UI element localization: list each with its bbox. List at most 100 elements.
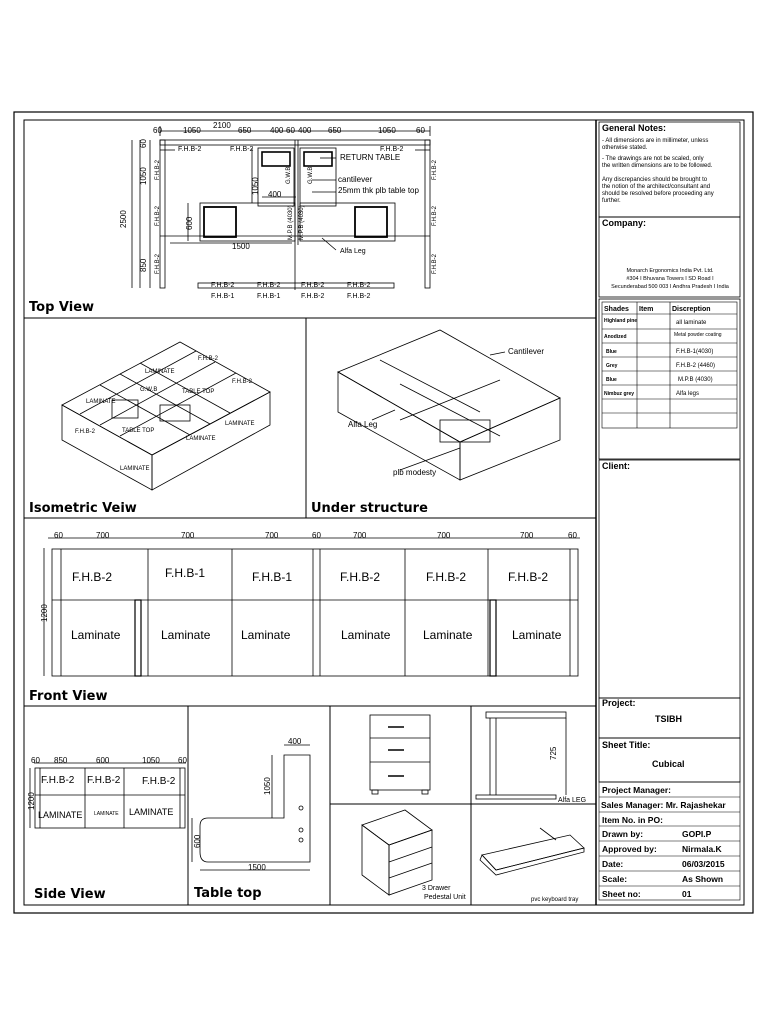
dim-60: 60 [286, 126, 295, 135]
dim-600: 600 [96, 756, 110, 765]
view-title-under: Under structure [311, 501, 428, 516]
label-fhb2: F.H.B-2 [432, 253, 438, 274]
dim-400: 400 [288, 737, 302, 746]
label-fhb2: F.H.B-2 [301, 282, 324, 289]
label-fhb2: F.H.B-2 [232, 379, 253, 385]
label-fhb2: F.H.B-2 [198, 356, 219, 362]
dim-1050: 1050 [378, 126, 396, 135]
dim-600: 600 [193, 834, 202, 848]
label-alfa-leg: Alfa Leg [348, 420, 377, 429]
col-header: Discreption [672, 306, 711, 313]
panel-fhb2: F.H.B-2 [340, 570, 380, 584]
project-label: Project: [602, 698, 636, 708]
dim-60: 60 [178, 756, 187, 765]
label-table-top: TABLE TOP [182, 389, 214, 395]
dim-1050: 1050 [139, 167, 148, 185]
dim-850: 850 [139, 258, 148, 272]
dim-700: 700 [181, 531, 195, 540]
sheet-title-label: Sheet Title: [602, 740, 650, 750]
info-value: 06/03/2015 [682, 859, 725, 869]
note-line: further. [602, 198, 621, 204]
info-label: Scale: [602, 874, 627, 884]
pedestal-front-detail [369, 714, 431, 795]
info-label: Drawn by: [602, 829, 643, 839]
info-table-text: Project Manager: Sales Manager: Mr. Raja… [601, 785, 726, 899]
dim-60: 60 [416, 126, 425, 135]
cell: M.P.B (4030) [678, 377, 713, 383]
view-title-iso: Isometric Veiw [29, 501, 137, 516]
info-value: 01 [682, 889, 692, 899]
panel-laminate: LAMINATE [38, 810, 82, 820]
dim-60: 60 [312, 531, 321, 540]
dim-650: 650 [328, 126, 342, 135]
dim-1050: 1050 [263, 777, 272, 795]
table-top-drawing [191, 744, 311, 871]
label-gwb: G.W.B [286, 167, 292, 184]
panel-fhb2: F.H.B-2 [72, 570, 112, 584]
dim-60: 60 [31, 756, 40, 765]
dim-1050: 1050 [251, 177, 260, 195]
label-fhb2: F.H.B-2 [380, 146, 403, 153]
cell: Metal powder coating [674, 332, 722, 338]
view-title-top: Top View [29, 300, 94, 315]
panel-fhb2: F.H.B-2 [41, 775, 75, 786]
label-fhb2: F.H.B-2 [347, 293, 370, 300]
pedestal-iso-detail [361, 809, 433, 896]
front-dims: 60 700 700 700 60 700 700 700 60 1200 [40, 531, 577, 622]
info-value: GOPI.P [682, 829, 712, 839]
dim-1050: 1050 [183, 126, 201, 135]
keyboard-tray-detail [479, 827, 585, 876]
label-alfa-leg: Alfa LEG [558, 797, 586, 804]
pedestal-label: Pedestal Unit [424, 894, 466, 901]
project-value: TSIBH [655, 714, 682, 724]
label-fhb2: F.H.B-2 [75, 429, 96, 435]
info-value: As Shown [682, 874, 723, 884]
panel-laminate: Laminate [423, 628, 473, 642]
dim-650: 650 [238, 126, 252, 135]
dim-700: 700 [437, 531, 451, 540]
top-view-annotations: 60 1050 650 400 60 400 650 1050 60 2100 … [119, 121, 438, 300]
side-view-drawing [29, 762, 186, 829]
keyboard-label: pvc keyboard tray [531, 897, 578, 903]
cell: Grey [606, 363, 618, 369]
label-table-top: TABLE TOP [122, 428, 154, 434]
general-notes: General Notes: - All dimensions are in m… [602, 123, 714, 204]
top-view-plan [131, 126, 431, 290]
shades-table-text: Shades Item Discreption Highland pine al… [604, 306, 722, 397]
panel-laminate: Laminate [512, 628, 562, 642]
dim-700: 700 [520, 531, 534, 540]
info-label: Sheet no: [602, 889, 641, 899]
dim-1050: 1050 [142, 756, 160, 765]
dim-1500: 1500 [232, 242, 250, 251]
shades-table [601, 301, 738, 429]
panel-fhb1: F.H.B-1 [252, 570, 292, 584]
side-panel-labels: F.H.B-2 F.H.B-2 F.H.B-2 LAMINATE LAMINAT… [38, 775, 176, 820]
label-fhb2: F.H.B-2 [211, 282, 234, 289]
detail-labels: 725 Alfa LEG 3 Drawer Pedestal Unit pvc … [422, 746, 586, 903]
company-address: #304 I Bhuvana Towers I SD Road I [626, 276, 714, 282]
front-panel-labels: F.H.B-2 F.H.B-1 F.H.B-1 F.H.B-2 F.H.B-2 … [71, 566, 562, 642]
isometric-view-drawing [61, 341, 271, 491]
note-line: - All dimensions are in millimeter, unle… [602, 138, 708, 144]
iso-labels: F.H.B-2 LAMINATE F.H.B-2 G.W.B TABLE TOP… [75, 356, 255, 472]
label-fhb2: F.H.B-2 [155, 159, 161, 180]
info-value: Nirmala.K [682, 844, 723, 854]
label-cantilever: Cantilever [508, 347, 544, 356]
dim-60: 60 [139, 139, 148, 148]
side-dims: 60 850 600 1050 60 1200 [27, 756, 187, 810]
label-laminate: LAMINATE [186, 436, 216, 442]
label-fhb1: F.H.B-1 [211, 293, 234, 300]
panel-fhb1: F.H.B-1 [165, 566, 205, 580]
info-label: Sales Manager: Mr. Rajashekar [601, 800, 726, 810]
client-block: Client: [602, 461, 630, 471]
dim-700: 700 [353, 531, 367, 540]
panel-fhb2: F.H.B-2 [142, 776, 176, 787]
note-line: otherwise stated. [602, 145, 648, 151]
panel-laminate: Laminate [241, 628, 291, 642]
dim-700: 700 [96, 531, 110, 540]
panel-fhb2: F.H.B-2 [87, 775, 121, 786]
label-gwb: G.W.B [308, 167, 314, 184]
label-fhb2: F.H.B-2 [432, 159, 438, 180]
col-header: Item [639, 306, 653, 313]
